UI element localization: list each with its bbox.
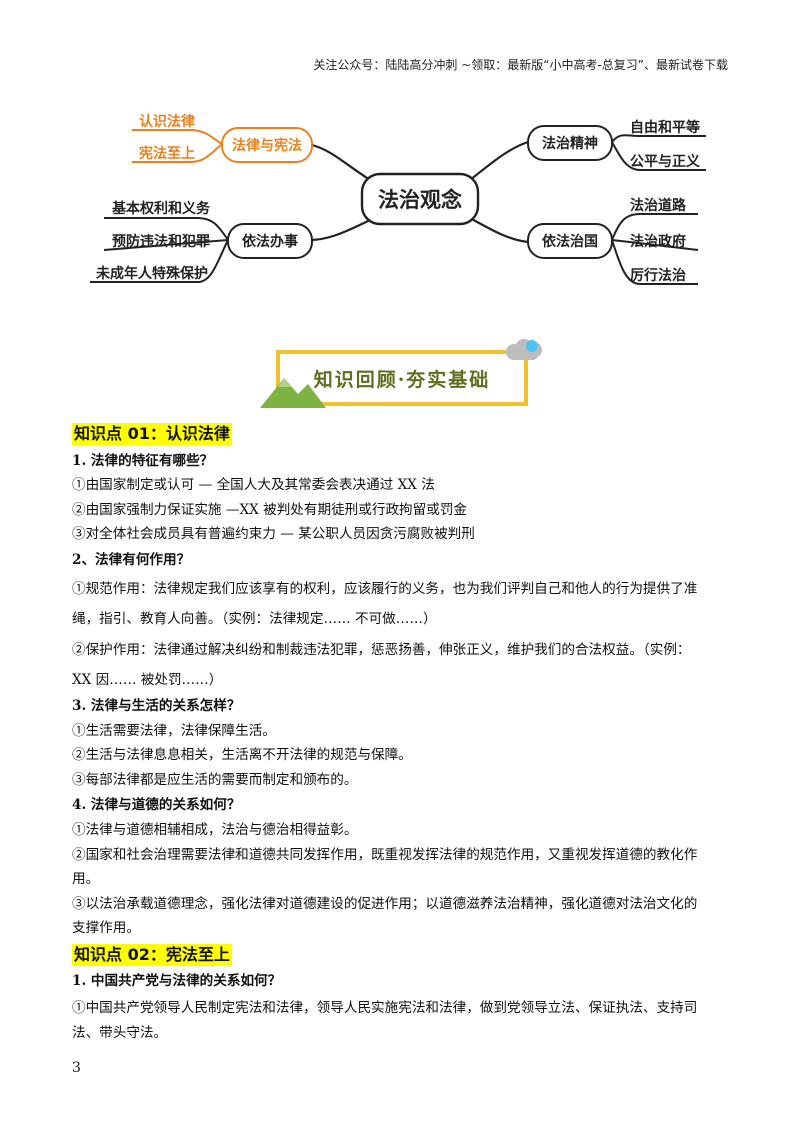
q2-p2-line2: XX 因…… 被处罚……） [72,672,223,689]
knowledge-point-01-title: 知识点 01：认识法律 [72,423,232,445]
mindmap-leaf-fairness-justice: 公平与正义 [630,153,700,170]
mindmap-leaf-rule-government: 法治政府 [630,233,686,250]
mindmap-branch-act-by-law: 依法办事 [242,233,298,250]
section-banner: 知识回顾·夯实基础 [260,339,542,408]
leaf-line-bl-2 [103,239,229,251]
leaf-line-bl-3 [90,239,229,283]
mindmap-leaf-know-law: 认识法律 [139,113,195,130]
q1-item-1: ①由国家制定或认可 — 全国人大及其常委会表决通过 XX 法 [72,477,435,494]
node-frame-act-by-law [227,223,313,259]
node-frame-center [360,172,480,226]
mindmap-leaf-freedom-equality: 自由和平等 [630,119,700,136]
question-3-title: 3. 法律与生活的关系怎样？ [72,697,241,714]
mindmap-center-label: 法治观念 [378,188,462,212]
leaf-line-br-1 [611,213,698,241]
question-4-title: 4. 法律与道德的关系如何？ [72,797,241,814]
q4-item-2-line1: ②国家和社会治理需要法律和道德共同发挥作用，既重视发挥法律的规范作用，又重视发挥… [72,846,698,863]
mindmap-leaf-minor-protection: 未成年人特殊保护 [96,265,208,282]
page-header: 关注公众号：陆陆高分冲刺 ~领取：最新版“小中高考-总复习”、最新试卷下载 [313,58,728,72]
node-frame-govern-by-law [527,223,613,259]
q2-p1-line2: 绳，指引、教育人向善。（实例：法律规定…… 不可做……） [72,611,437,628]
q1-item-3: ③对全体社会成员具有普遍约束力 — 某公职人员因贪污腐败被判刑 [72,526,475,543]
node-frame-rule-spirit [527,125,613,161]
banner-frame [276,350,528,406]
leaf-line-bl-1 [104,217,229,241]
kp2-question-1-title: 1. 中国共产党与法律的关系如何？ [72,973,282,990]
leaf-line-tr-2 [611,141,706,171]
leaf-line-tr-1 [611,134,706,143]
kp2-q1-item-1-line2: 法、带头守法。 [72,1024,168,1041]
q1-item-2: ②由国家强制力保证实施 —XX 被判处有期徒刑或行政拘留或罚金 [72,501,468,518]
mindmap-branch-govern-by-law: 依法治国 [542,233,598,250]
q3-item-1: ①生活需要法律，法律保障生活。 [72,722,276,739]
mind-map: 法治观念 法律与宪法 认识法律 宪法至上 依法办事 基本权利和义务 预防违法和犯… [90,113,706,285]
kp2-q1-item-1-line1: ①中国共产党领导人民制定宪法和法律，领导人民实施宪法和法律，做到党领导立法、保证… [72,1000,698,1017]
mindmap-leaf-rule-road: 法治道路 [630,197,687,214]
q4-item-3-line2: 支撑作用。 [72,920,140,937]
leaf-line-orange-2 [132,143,223,163]
q2-p1-line1: ①规范作用：法律规定我们应该享有的权利，应该履行的义务，也为我们评判自己和他人的… [72,580,698,597]
mindmap-leaf-constitution-supreme: 宪法至上 [139,145,195,162]
mindmap-leaf-strict-rule: 厉行法治 [630,267,686,284]
connector-top-left [311,143,371,181]
q3-item-3: ③每部法律都是应生活的需要而制定和颁布的。 [72,771,358,788]
knowledge-point-02-title: 知识点 02：宪法至上 [72,943,232,966]
leaf-line-orange-1 [132,129,223,145]
connector-top-right [469,140,529,181]
mindmap-branch-law-constitution: 法律与宪法 [232,137,302,154]
leaf-line-br-2 [611,239,699,251]
mountain-snow-icon [278,378,291,387]
q3-item-2: ②生活与法律息息相关，生活离不开法律的规范与保障。 [72,747,412,764]
page-number: 3 [72,1060,81,1076]
q4-item-3-line1: ③以法治承载道德理念，强化法律对道德建设的促进作用；以道德滋养法治精神，强化道德… [72,895,698,912]
q4-item-2-line2: 用。 [72,871,100,888]
mountain-icon [260,378,326,408]
document-body: 知识点 01：认识法律 1. 法律的特征有哪些？ ①由国家制定或认可 — 全国人… [72,420,732,1045]
mindmap-leaf-rights-duties: 基本权利和义务 [112,200,211,217]
connector-bottom-right [469,217,529,244]
mindmap-branch-rule-spirit: 法治精神 [542,135,598,152]
node-frame-law-constitution [221,127,313,163]
cloud-icon [506,339,542,360]
leaf-line-br-3 [611,239,698,285]
banner-title: 知识回顾·夯实基础 [314,368,491,391]
q4-item-1: ①法律与道德相辅相成，法治与德治相得益彰。 [72,821,358,838]
q2-p2-line1: ②保护作用：法律通过解决纠纷和制裁违法犯罪，惩恶扬善，伸张正义，维护我们的合法权… [72,641,691,658]
mindmap-leaf-prevent-crime: 预防违法和犯罪 [112,233,210,250]
connector-bottom-left [309,219,371,242]
question-2-title: 2、法律有何作用？ [72,551,191,568]
question-1-title: 1. 法律的特征有哪些？ [72,452,214,469]
